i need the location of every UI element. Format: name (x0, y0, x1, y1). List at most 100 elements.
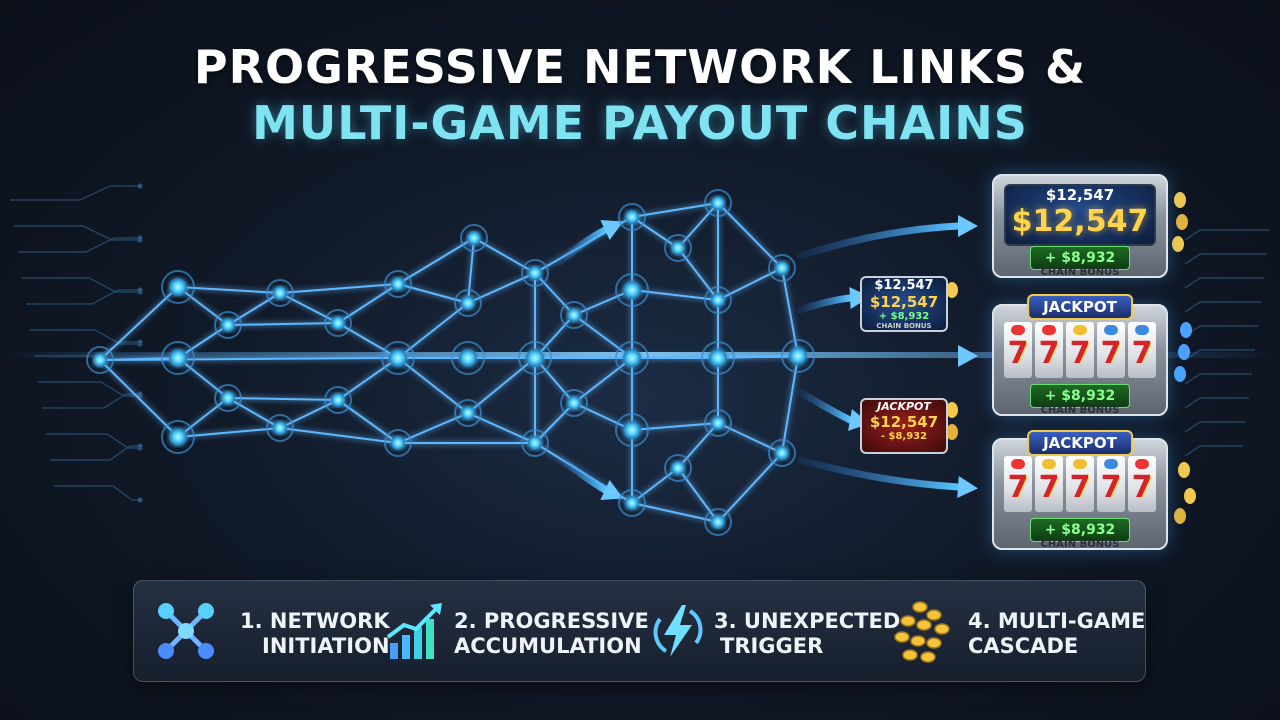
network-node (391, 436, 405, 450)
network-link (177, 286, 281, 294)
network-link (631, 202, 719, 218)
coins-icon (894, 601, 950, 663)
legend-3-line2: TRIGGER (720, 634, 824, 658)
network-links (99, 202, 799, 523)
network-node-ring (324, 309, 352, 337)
payout-arrow (556, 454, 609, 494)
network-nodes (86, 189, 815, 536)
circuit-pad (137, 339, 143, 345)
reel-symbol: 7 (1131, 336, 1153, 371)
arrow-head (849, 287, 870, 309)
decorative-coin (1184, 488, 1196, 504)
network-node-ring (521, 429, 549, 457)
legend-step-1: 1. NETWORK INITIATION (154, 581, 394, 681)
network-node (169, 349, 187, 367)
machine-1-top-value: $12,547 (1045, 186, 1115, 204)
network-node (389, 349, 407, 367)
network-link (534, 357, 575, 404)
network-link (337, 357, 399, 401)
legend-1-line1: 1. NETWORK (240, 609, 390, 633)
network-node (623, 421, 641, 439)
network-link (279, 283, 399, 294)
network-link (467, 272, 536, 304)
network-node-ring (704, 286, 732, 314)
network-link (534, 314, 575, 359)
circuit-trace (1184, 277, 1264, 289)
network-node-ring (214, 384, 242, 412)
reel-symbol: 7 (1038, 336, 1060, 371)
network-node-ring (161, 420, 195, 454)
slot-machine-3[interactable]: JACKPOT 7 7 7 7 7 + $8,932 CHAIN BONUS (992, 430, 1168, 550)
network-node (711, 416, 725, 430)
payout-arrow (556, 226, 609, 266)
decorative-coin (1178, 344, 1190, 360)
mini-2-main: $12,547 (869, 413, 939, 431)
network-node-ring (615, 413, 649, 447)
network-node (528, 266, 542, 280)
network-link (467, 237, 475, 304)
network-node-ring (615, 341, 649, 375)
network-node (391, 277, 405, 291)
network-node-ring (324, 386, 352, 414)
network-node (711, 293, 725, 307)
network-node-ring (161, 341, 195, 375)
circuit-trace (26, 289, 140, 305)
mini-2-sub: - $8,932 (880, 431, 928, 442)
slot-machine-2[interactable]: JACKPOT 7 7 7 7 7 + $8,932 CHAIN BONUS (992, 294, 1168, 416)
reel-symbol: 7 (1100, 336, 1122, 371)
network-nodes-icon (158, 603, 214, 659)
network-node (169, 278, 187, 296)
network-link (397, 412, 469, 444)
decorative-coin (1180, 322, 1192, 338)
network-link (677, 202, 719, 249)
mini-1-main: $12,547 (869, 293, 939, 311)
network-node-ring (618, 489, 646, 517)
mini-1-foot: CHAIN BONUS (876, 322, 932, 330)
network-link (717, 452, 783, 523)
network-node-ring (521, 259, 549, 287)
reel-symbol: 7 (1100, 470, 1122, 505)
network-link (177, 357, 229, 399)
circuit-pad (137, 235, 143, 241)
circuit-traces (10, 183, 1270, 503)
legend-1-line2: INITIATION (262, 634, 390, 658)
slot-machine-1[interactable]: $12,547 $12,547 + $8,932 CHAIN BONUS (992, 174, 1168, 278)
decorative-coin (1178, 462, 1190, 478)
network-node (671, 461, 685, 475)
network-link (99, 286, 179, 361)
network-node-ring (560, 389, 588, 417)
network-link (677, 422, 719, 469)
title-line-1: PROGRESSIVE NETWORK LINKS & (193, 40, 1087, 94)
network-link (227, 292, 281, 326)
network-node (93, 353, 107, 367)
network-node-ring (781, 339, 815, 373)
network-node-ring (161, 270, 195, 304)
network-link (177, 286, 229, 326)
arrow-head (600, 220, 624, 240)
payout-arrow (796, 222, 962, 260)
machine-2-jackpot-label: JACKPOT (1027, 294, 1133, 320)
network-node-ring (381, 341, 415, 375)
circuit-trace (1184, 253, 1267, 265)
network-node-ring (214, 311, 242, 339)
network-node (221, 391, 235, 405)
payout-arrow (796, 388, 854, 424)
network-link (717, 267, 783, 301)
machine-3-bonus: + $8,932 (1030, 518, 1130, 542)
mini-screen-2[interactable]: JACKPOT $12,547 - $8,932 (860, 398, 948, 454)
network-node-ring (454, 289, 482, 317)
network-node (711, 515, 725, 529)
network-node-ring (86, 346, 114, 374)
network-link (279, 399, 339, 429)
circuit-trace (46, 433, 140, 449)
network-node-ring (704, 189, 732, 217)
machine-1-big-value: $12,547 (1011, 204, 1149, 239)
circuit-trace (1184, 397, 1249, 409)
network-node-ring (560, 301, 588, 329)
legend-4-line1: 4. MULTI-GAME (968, 609, 1146, 633)
network-link (279, 427, 399, 444)
legend-step-4: 4. MULTI-GAME CASCADE (890, 581, 1145, 681)
circuit-trace (1184, 349, 1255, 361)
mini-screen-1[interactable]: $12,547 $12,547 + $8,932 CHAIN BONUS (860, 276, 948, 332)
machine-3-reels: 7 7 7 7 7 (1004, 456, 1156, 512)
